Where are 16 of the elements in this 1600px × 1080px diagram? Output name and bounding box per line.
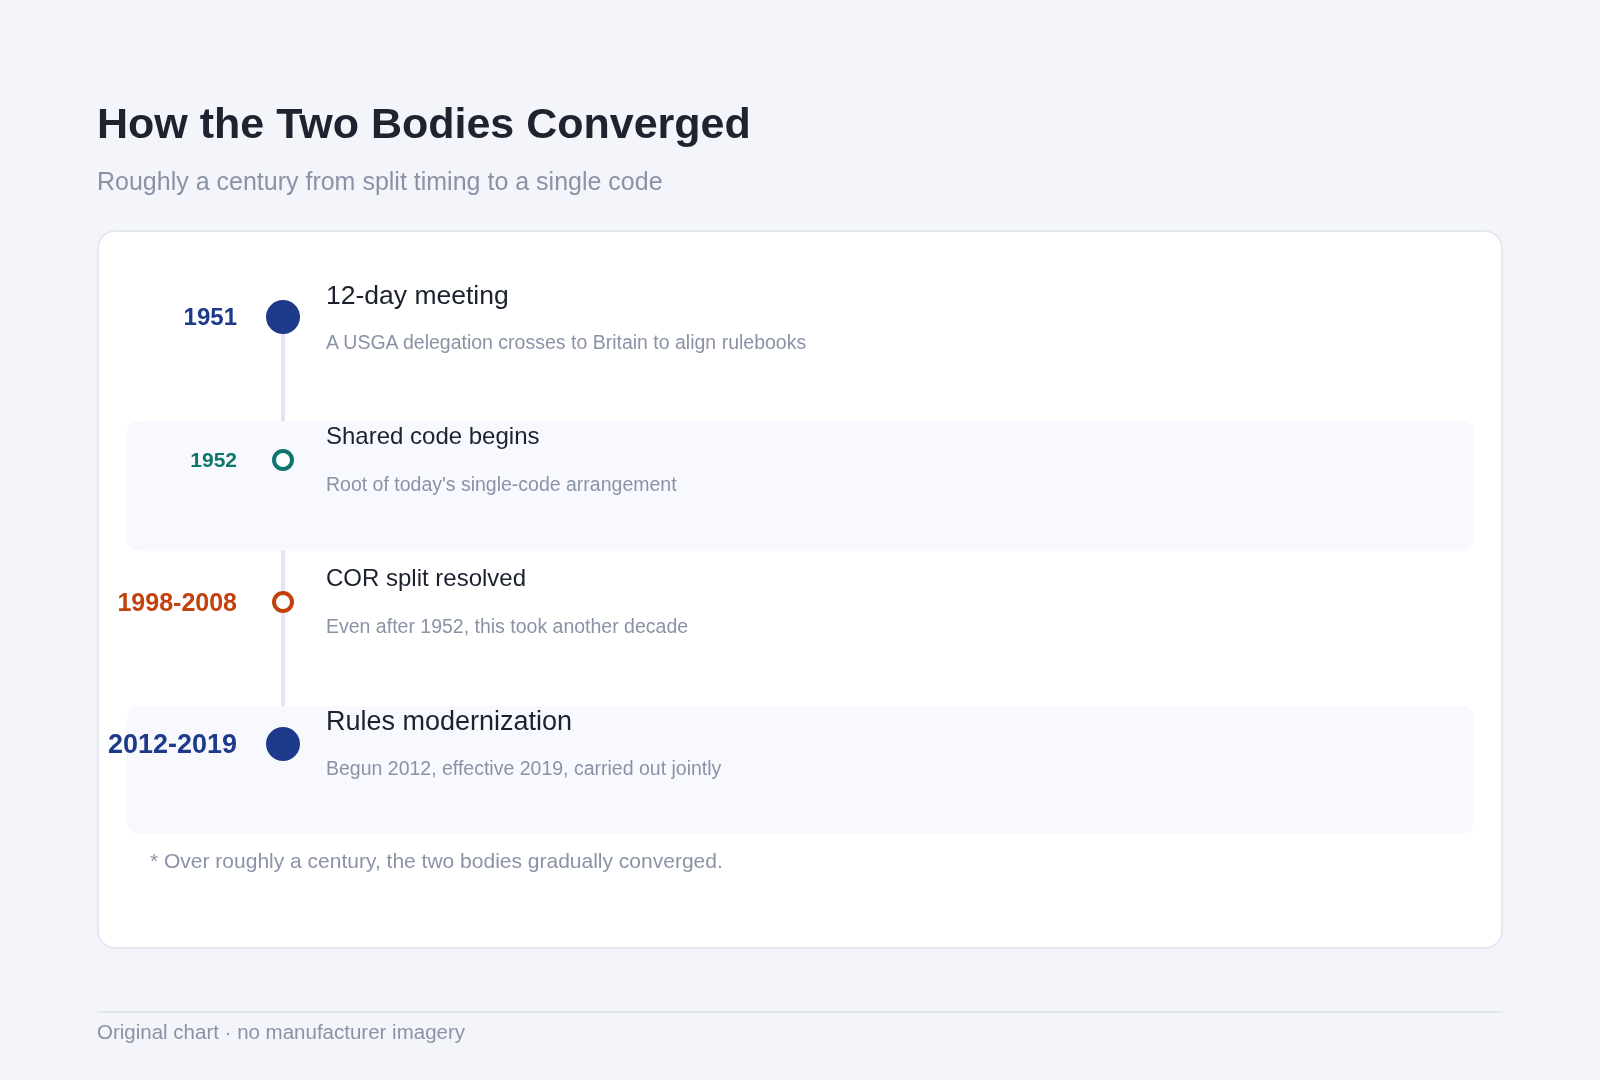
year-label: 1951 — [183, 302, 237, 332]
year-label: 2012-2019 — [107, 727, 237, 761]
event-description: Even after 1952, this took another decade — [326, 615, 689, 639]
chart-title: How the Two Bodies Converged — [97, 98, 751, 150]
year-label: 1998-2008 — [117, 587, 237, 617]
event-title: 12-day meeting — [326, 280, 509, 312]
event-description: Begun 2012, effective 2019, carried out jointly — [326, 757, 722, 781]
footnote: * Over roughly a century, the two bodies gradually converged. — [150, 848, 723, 874]
event-title: Rules modernization — [326, 704, 573, 738]
event-description: Root of today's single-code arrangement — [326, 473, 677, 497]
subtitle: Roughly a century from split timing to a single code — [97, 166, 663, 196]
footer-note: Original chart · no manufacturer imagery — [97, 1019, 465, 1045]
event-title: Shared code begins — [326, 421, 540, 451]
year-label: 1952 — [190, 447, 237, 473]
event-description: A USGA delegation crosses to Britain to align rulebooks — [326, 331, 807, 355]
event-title: COR split resolved — [326, 563, 527, 593]
